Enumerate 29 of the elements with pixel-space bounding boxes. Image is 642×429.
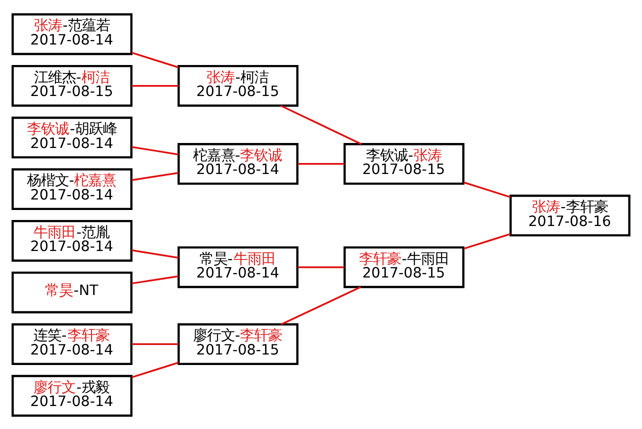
node-box: 连笑-李轩豪 2017-08-14 xyxy=(12,322,132,365)
node-box: 李钦诚-张涛 2017-08-15 xyxy=(344,142,464,184)
connector xyxy=(298,266,344,268)
connector xyxy=(280,104,362,144)
connector xyxy=(132,51,179,68)
node-box: 廖行文-李轩豪 2017-08-15 xyxy=(178,322,298,365)
node-box: 廖行文-戎毅 2017-08-14 xyxy=(12,374,132,416)
node-box: 常昊-牛雨田 2017-08-14 xyxy=(178,246,298,288)
node-box: 柁嘉熹-李钦诚 2017-08-14 xyxy=(178,142,298,184)
node-box: 牛雨田-范胤 2017-08-14 xyxy=(12,219,132,262)
connector xyxy=(132,146,179,155)
node-box: 李钦诚-胡跃峰 2017-08-14 xyxy=(12,116,132,158)
node-box: 李轩豪-牛雨田 2017-08-15 xyxy=(344,246,464,288)
connector xyxy=(298,162,344,164)
node-box: 杨楷文-柁嘉熹 2017-08-14 xyxy=(12,168,132,210)
connector xyxy=(464,181,511,198)
node-box: 张涛-范蕴若 2017-08-14 xyxy=(12,12,132,55)
node-box: 张涛-李轩豪 2017-08-16 xyxy=(510,194,630,236)
connector xyxy=(132,84,178,86)
connector xyxy=(280,286,361,325)
connector xyxy=(132,248,179,258)
connector xyxy=(464,232,511,250)
connector xyxy=(132,342,178,345)
connector xyxy=(132,361,179,378)
node-box: 江维杰-柯洁 2017-08-15 xyxy=(12,64,132,106)
connector xyxy=(132,274,179,284)
connector xyxy=(132,172,179,180)
node-box: 常昊-NT xyxy=(12,271,132,313)
node-box: 张涛-柯洁 2017-08-15 xyxy=(178,64,298,106)
